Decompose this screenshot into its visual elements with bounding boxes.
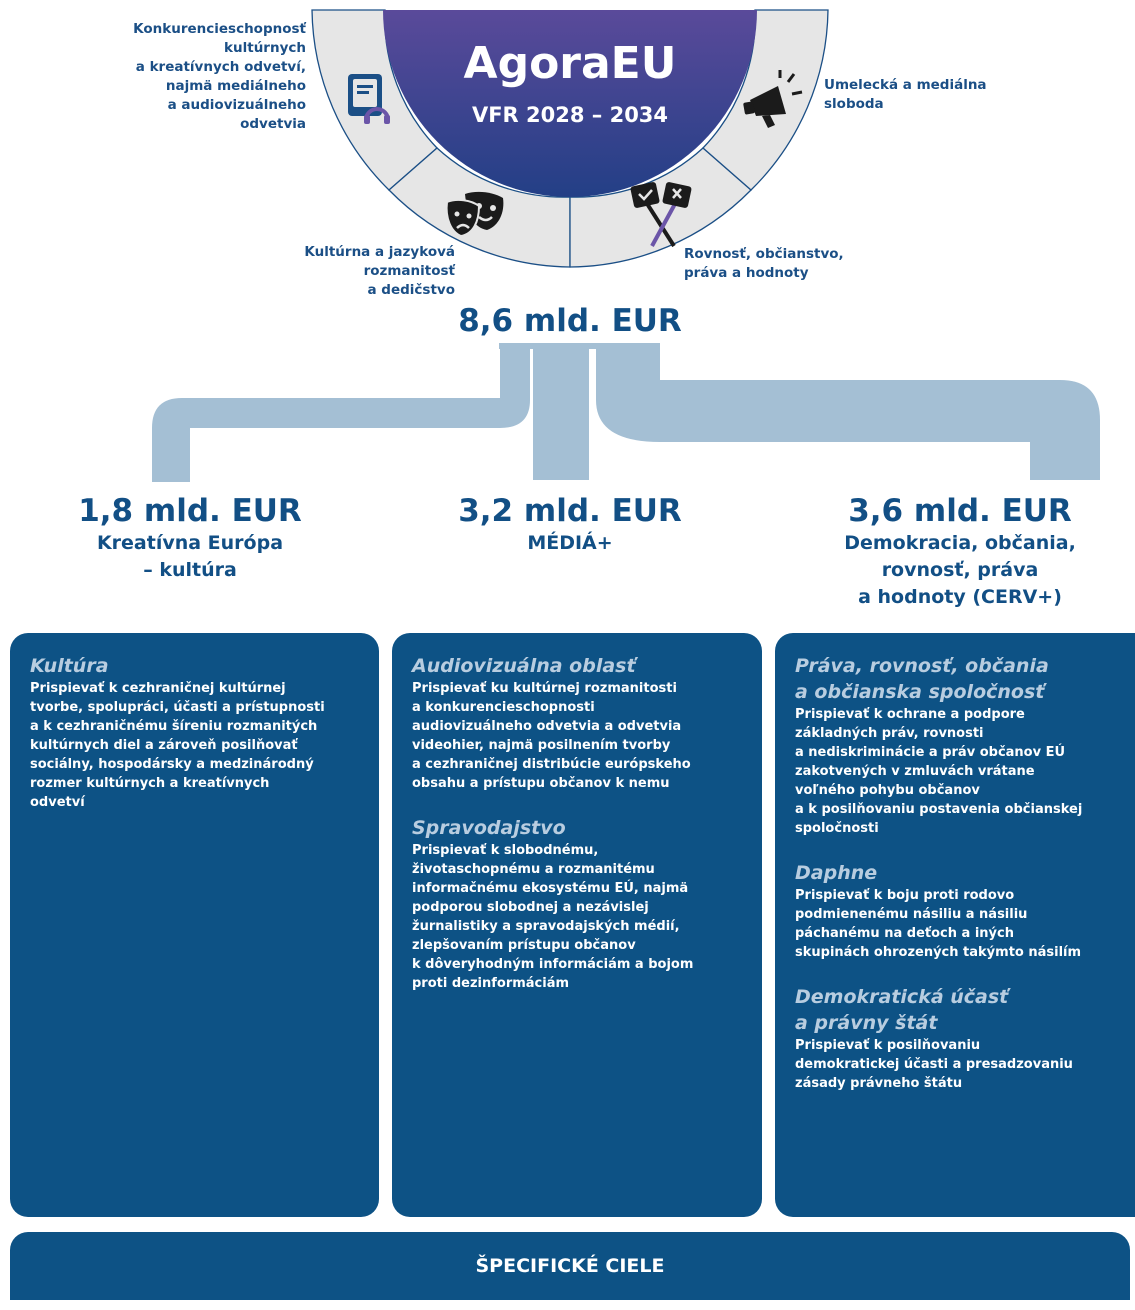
ring-segment-3 [569,147,752,268]
section-title: Audiovizuálna oblasť [412,655,636,677]
programme-amount: 3,6 mld. EUR [848,493,1072,529]
objectives-column-culture: Kultúra Prispievať k cezhraničnej kultúr… [10,633,379,1217]
section-body: Prispievať k posilňovaniu demokratickej … [795,1038,1073,1091]
programme-media-plus: 3,2 mld. EUR MÉDIÁ+ [420,492,720,557]
section-body: Prispievať k slobodnému, životaschopnému… [412,843,694,991]
hub-circle [383,10,757,197]
specific-objectives-label: ŠPECIFICKÉ CIELE [475,1255,665,1277]
theme-label-competitiveness: Konkurencieschopnosť kultúrnych a kreatí… [133,21,306,132]
theme-label-cultural-diversity: Kultúrna a jazyková rozmanitosť a dedičs… [304,244,455,298]
protest-signs-icon [630,182,692,248]
programme-creative-europe: 1,8 mld. EUR Kreatívna Európa – kultúra [40,492,340,584]
programme-name: Demokracia, občania, rovnosť, práva a ho… [844,532,1076,608]
budget-connectors [152,343,1100,482]
section-title: Práva, rovnosť, občania a občianska spol… [795,655,1049,703]
programme-amount: 3,2 mld. EUR [458,493,682,529]
hub-subtitle: VFR 2028 – 2034 [472,103,668,127]
programme-cerv-plus: 3,6 mld. EUR Demokracia, občania, rovnos… [805,492,1115,611]
section-title: Demokratická účasť a právny štát [795,986,1009,1034]
programme-name: MÉDIÁ+ [527,532,613,554]
section-title: Spravodajstvo [412,817,566,839]
book-headphones-icon [348,74,390,124]
programme-amount: 1,8 mld. EUR [78,493,302,529]
section-title: Daphne [795,862,878,884]
hub-title: AgoraEU [464,38,677,89]
section-body: Prispievať k ochrane a podpore základnýc… [795,707,1083,836]
total-amount: 8,6 mld. EUR [420,302,720,340]
theme-label-equality-rights: Rovnosť, občianstvo, práva a hodnoty [684,246,844,281]
total-amount-value: 8,6 mld. EUR [458,303,682,339]
objectives-column-cerv: Práva, rovnosť, občania a občianska spol… [775,633,1135,1217]
theatre-masks-icon [445,191,504,238]
section-body: Prispievať k boju proti rodovo podmienen… [795,888,1082,960]
hub-diagram: AgoraEU VFR 2028 – 2034 [311,9,829,268]
section-body: Prispievať k cezhraničnej kultúrnej tvor… [30,681,325,810]
programme-name: Kreatívna Európa – kultúra [96,532,284,581]
section-body: Prispievať ku kultúrnej rozmanitosti a k… [412,681,691,791]
theme-label-artistic-freedom: Umelecká a mediálna sloboda [824,77,987,112]
megaphone-icon [743,70,803,128]
specific-objectives-banner: ŠPECIFICKÉ CIELE [10,1232,1130,1300]
objectives-column-media: Audiovizuálna oblasť Prispievať ku kultú… [392,633,762,1217]
section-title: Kultúra [30,655,109,677]
